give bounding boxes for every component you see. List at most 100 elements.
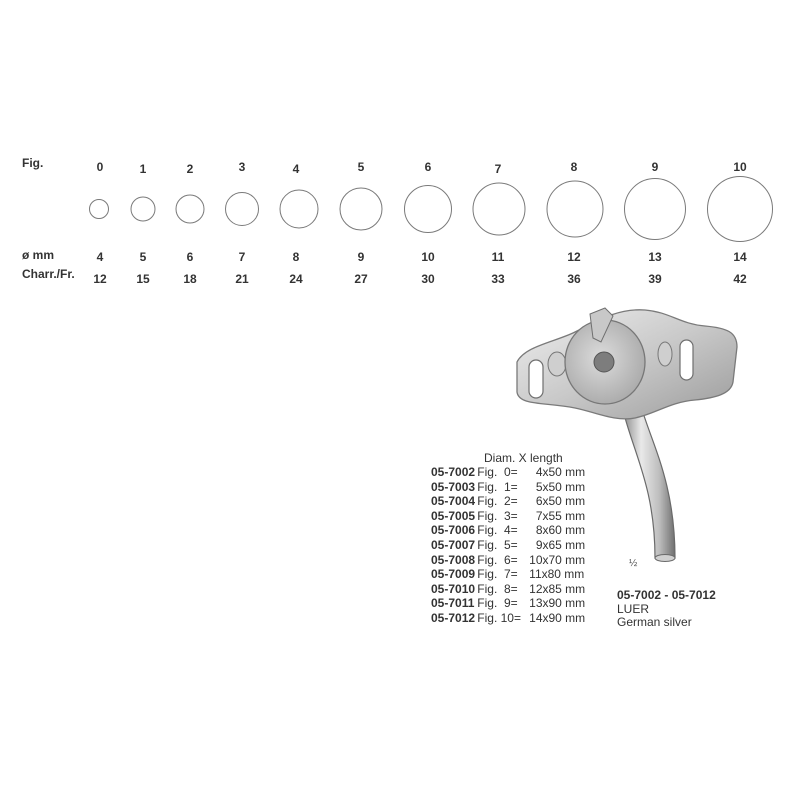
article-code: 05-7004 — [431, 494, 476, 509]
charr-value: 24 — [289, 272, 303, 286]
fig-row-label: Fig. — [22, 156, 44, 170]
size-circle — [546, 180, 604, 238]
diameter-value: 5 — [139, 250, 147, 264]
fig-number: 5 — [357, 160, 365, 174]
fig-number: 10 — [733, 160, 747, 174]
article-code: 05-7007 — [431, 537, 476, 552]
size-value: 10x70 mm — [529, 552, 586, 567]
product-material: German silver — [617, 615, 692, 629]
article-code: 05-7008 — [431, 552, 476, 567]
fig-label: Fig. 10= — [477, 610, 521, 625]
diameter-value: 11 — [491, 250, 505, 264]
spec-header: Diam. X length — [484, 451, 563, 465]
size-circle — [707, 176, 773, 242]
diameter-value: 14 — [733, 250, 747, 264]
diameter-row-label: ø mm — [22, 248, 55, 262]
size-circle — [175, 194, 205, 224]
fig-label: Fig. 5= — [477, 537, 518, 552]
charr-value: 36 — [567, 272, 581, 286]
product-name: LUER — [617, 601, 650, 616]
size-value: 4x50 mm — [529, 465, 586, 479]
article-code: 05-7002 — [431, 465, 476, 479]
fig-number: 3 — [238, 160, 246, 174]
code-range: 05-7002 - 05-7012 — [617, 588, 716, 602]
fig-number: 0 — [96, 160, 104, 174]
fig-label: Fig. 3= — [477, 508, 518, 523]
fig-label: Fig. 2= — [477, 494, 518, 509]
charriere-row-label: Charr./Fr. — [22, 267, 75, 281]
article-code: 05-7009 — [431, 567, 476, 582]
size-chart: Fig. ø mm Charr./Fr. 0 4 12 1 5 15 2 6 1… — [0, 0, 800, 300]
size-value: 11x80 mm — [529, 567, 585, 582]
diameter-value: 6 — [186, 250, 194, 264]
fig-number: 7 — [494, 162, 502, 176]
size-value: 7x55 mm — [529, 508, 586, 523]
diameter-value: 13 — [648, 250, 662, 264]
size-value: 5x50 mm — [529, 479, 586, 494]
diameter-value: 12 — [567, 250, 581, 264]
charr-value: 42 — [733, 272, 747, 286]
cannula-icon — [516, 307, 738, 562]
article-code: 05-7011 — [431, 596, 475, 611]
charr-value: 15 — [136, 272, 150, 286]
size-value: 12x85 mm — [529, 581, 586, 596]
size-circle — [472, 182, 526, 236]
fig-number: 1 — [139, 162, 147, 176]
charr-value: 39 — [648, 272, 662, 286]
fig-number: 2 — [186, 162, 194, 176]
fig-label: Fig. 6= — [477, 552, 518, 567]
size-value: 14x90 mm — [529, 610, 586, 625]
size-value: 13x90 mm — [529, 596, 586, 611]
article-code: 05-7005 — [431, 508, 476, 523]
scale-mark: ½ — [629, 558, 638, 569]
size-circle — [130, 196, 156, 222]
fig-number: 8 — [570, 160, 578, 174]
size-value: 6x50 mm — [529, 494, 586, 509]
fig-label: Fig. 0= — [477, 465, 518, 479]
fig-label: Fig. 9= — [477, 596, 518, 611]
fig-label: Fig. 8= — [477, 581, 518, 596]
size-circle — [624, 178, 686, 240]
size-circle — [225, 192, 259, 226]
size-value: 9x65 mm — [529, 537, 586, 552]
article-code: 05-7010 — [431, 581, 476, 596]
diameter-value: 8 — [292, 250, 300, 264]
fig-number: 9 — [651, 160, 659, 174]
charr-value: 21 — [235, 272, 249, 286]
charr-value: 33 — [491, 272, 505, 286]
size-circle — [339, 187, 383, 231]
fig-label: Fig. 4= — [477, 523, 518, 538]
size-circle — [279, 189, 319, 229]
diameter-value: 9 — [357, 250, 365, 264]
charr-value: 12 — [93, 272, 107, 286]
diameter-value: 4 — [96, 250, 104, 264]
article-code: 05-7003 — [431, 479, 476, 494]
article-code: 05-7006 — [431, 523, 476, 538]
diameter-value: 7 — [238, 250, 246, 264]
article-code: 05-7012 — [431, 610, 476, 625]
charr-value: 30 — [421, 272, 435, 286]
size-circle — [89, 199, 109, 219]
size-circle — [404, 185, 452, 233]
charr-value: 18 — [183, 272, 197, 286]
tracheal-cannula-illustration — [505, 302, 765, 582]
product-info: 05-7002 - 05-7012 LUER German silver — [617, 588, 716, 630]
fig-number: 6 — [424, 160, 432, 174]
size-value: 8x60 mm — [529, 523, 586, 538]
charr-value: 27 — [354, 272, 368, 286]
fig-label: Fig. 7= — [477, 567, 518, 582]
diameter-value: 10 — [421, 250, 435, 264]
fig-number: 4 — [292, 162, 300, 176]
